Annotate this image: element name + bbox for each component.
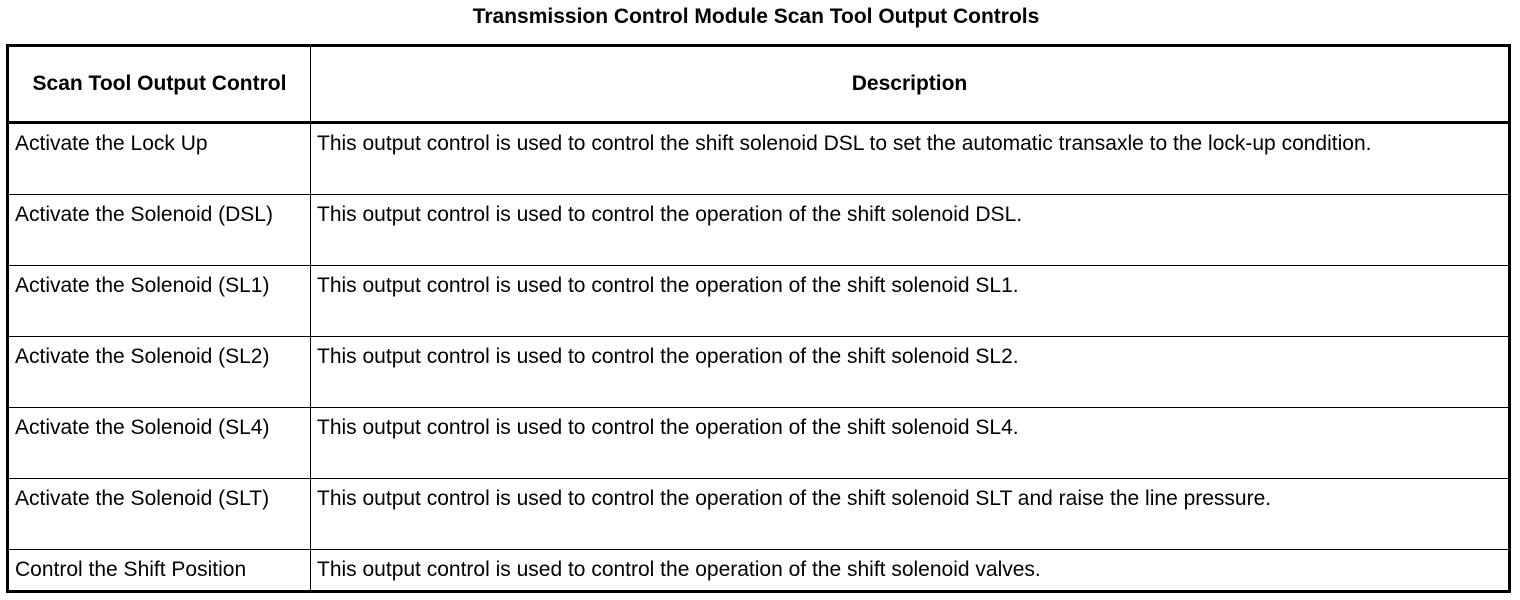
table-row: Activate the Solenoid (SL4) This output … — [7, 407, 1510, 479]
table-row: Activate the Solenoid (SLT) This output … — [7, 478, 1510, 550]
table-row: Activate the Solenoid (SL1) This output … — [7, 265, 1510, 337]
table-title: Transmission Control Module Scan Tool Ou… — [472, 5, 1040, 28]
table-row: Control the Shift Position This output c… — [7, 549, 1510, 592]
description-cell: This output control is used to control t… — [310, 265, 1510, 337]
control-cell: Activate the Lock Up — [7, 122, 311, 195]
header-row: Scan Tool Output Control Description — [7, 45, 1510, 124]
header-scan-tool-output-control: Scan Tool Output Control — [7, 45, 311, 124]
description-cell: This output control is used to control t… — [310, 194, 1510, 266]
table-row: Activate the Solenoid (DSL) This output … — [7, 194, 1510, 266]
control-cell: Control the Shift Position — [7, 549, 311, 592]
description-cell: This output control is used to control t… — [310, 478, 1510, 550]
description-cell: This output control is used to control t… — [310, 549, 1510, 592]
output-controls-table: Scan Tool Output Control Description Act… — [6, 44, 1511, 593]
control-cell: Activate the Solenoid (SLT) — [7, 478, 311, 550]
control-cell: Activate the Solenoid (SL2) — [7, 336, 311, 408]
header-description: Description — [310, 45, 1510, 124]
table-row: Activate the Lock Up This output control… — [7, 122, 1510, 195]
description-cell: This output control is used to control t… — [310, 122, 1510, 195]
description-cell: This output control is used to control t… — [310, 336, 1510, 408]
control-cell: Activate the Solenoid (DSL) — [7, 194, 311, 266]
table-row: Activate the Solenoid (SL2) This output … — [7, 336, 1510, 408]
control-cell: Activate the Solenoid (SL4) — [7, 407, 311, 479]
description-cell: This output control is used to control t… — [310, 407, 1510, 479]
control-cell: Activate the Solenoid (SL1) — [7, 265, 311, 337]
